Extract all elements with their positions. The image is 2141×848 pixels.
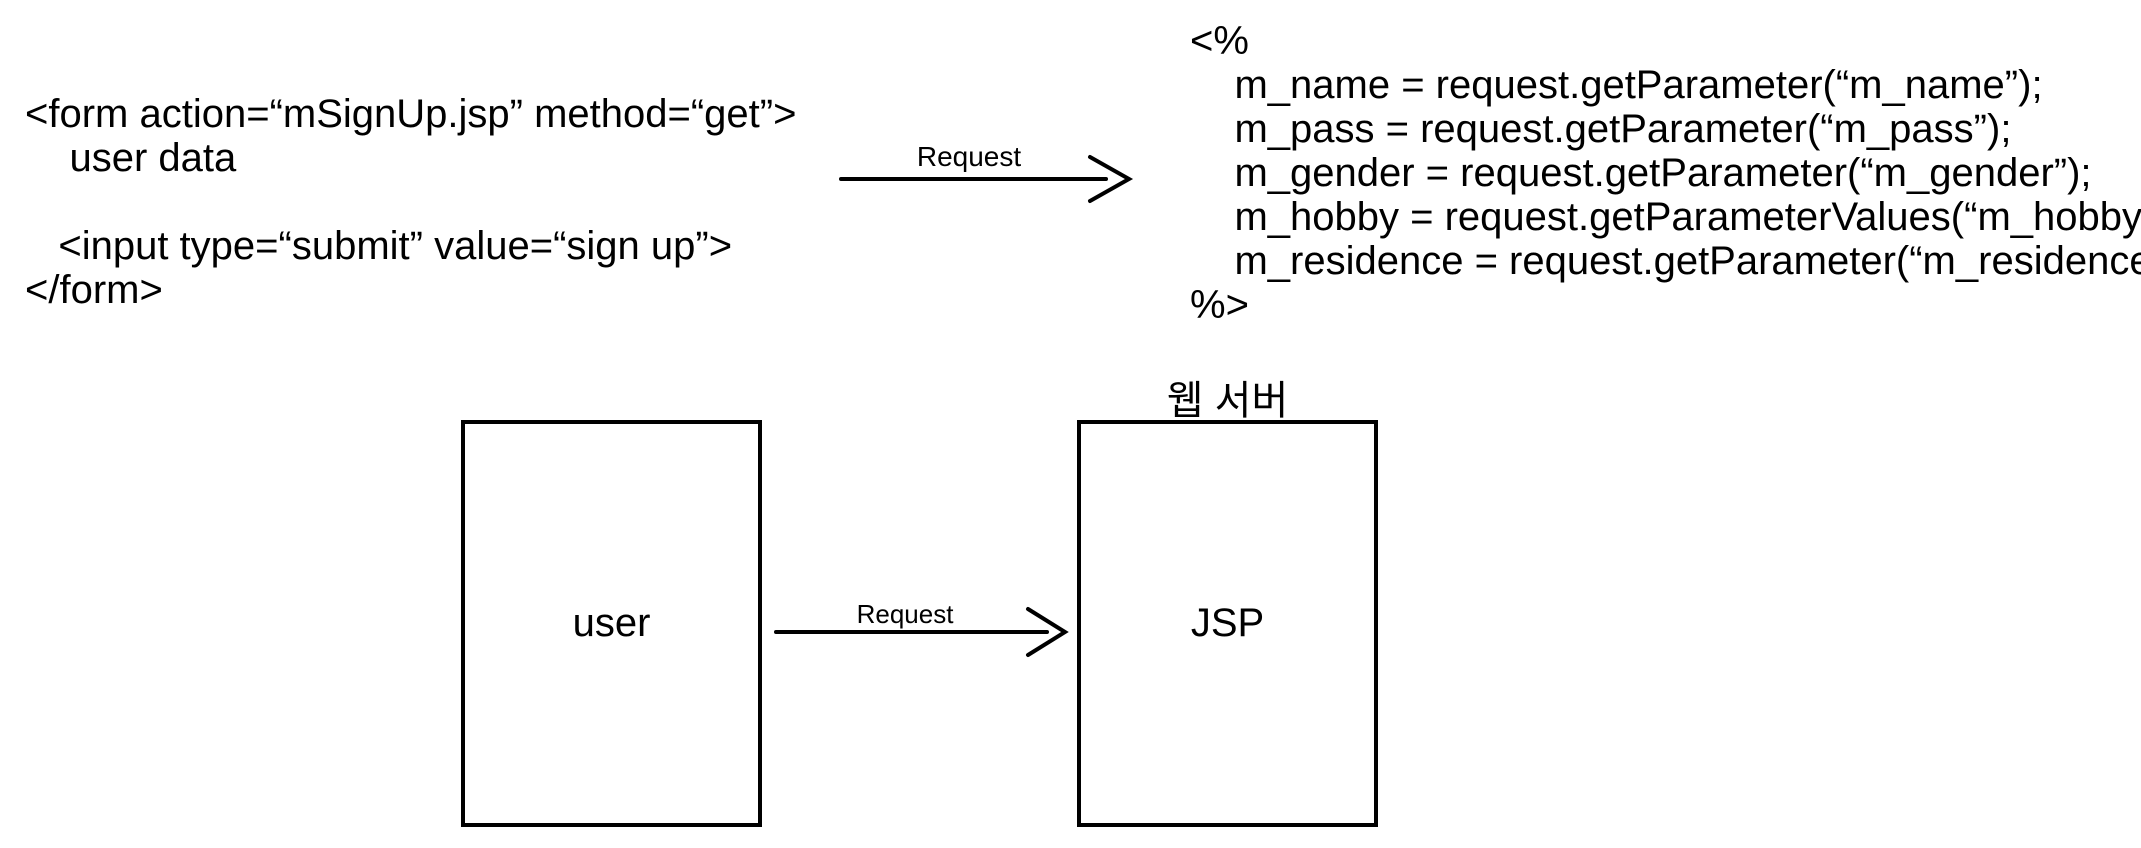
jsp-box-label: JSP [1190,601,1265,645]
web-server-caption: 웹 서버 [1166,379,1289,423]
jsp-box: JSP [1077,420,1378,827]
html-form-code: <form action=“mSignUp.jsp” method=“get”>… [25,92,797,312]
user-box: user [461,420,762,827]
jsp-scriptlet-code: <% m_name = request.getParameter(“m_name… [1190,19,2141,327]
user-box-label: user [572,601,651,645]
request-label-bottom: Request [856,599,954,629]
request-label-top: Request [916,141,1022,172]
